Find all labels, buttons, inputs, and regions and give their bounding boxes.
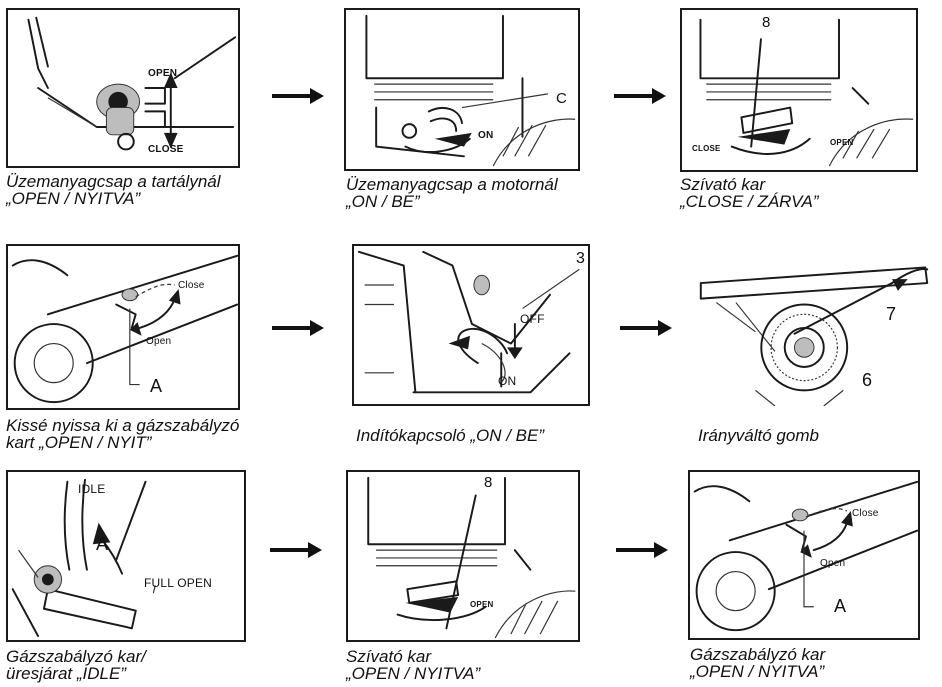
label-open: Open: [820, 558, 845, 569]
label-c: C: [556, 90, 567, 107]
label-on: ON: [498, 374, 516, 388]
label-a: A: [150, 376, 162, 397]
arrow-right-icon: [614, 540, 670, 560]
panel-throttle-open: Close Open A: [688, 470, 920, 640]
arrow-right-icon: [618, 318, 674, 338]
throttle-open-illustration: [690, 472, 918, 638]
label-off: OFF: [520, 312, 545, 326]
caption-panel-7: Gázszabályzó kar/üresjárat „IDLE”: [6, 648, 146, 682]
panel-ignition-switch: 3 OFF ON: [352, 244, 590, 406]
label-idle: IDLE: [78, 482, 105, 496]
label-open: Open: [146, 336, 171, 347]
panel-recoil-starter: 7 6: [694, 242, 934, 408]
recoil-starter-illustration: [696, 244, 932, 406]
label-close: Close: [178, 280, 205, 291]
label-open: OPEN: [470, 600, 493, 609]
choke-open-illustration: [348, 472, 578, 640]
arrow-right-icon: [612, 86, 668, 106]
label-8: 8: [484, 474, 493, 491]
arrow-right-icon: [268, 540, 324, 560]
panel-choke-close: 8 CLOSE OPEN: [680, 8, 918, 172]
caption-panel-8: Szívató kar„OPEN / NYITVA”: [346, 648, 480, 682]
label-close: CLOSE: [148, 144, 183, 155]
panel-throttle-slightly-open: Close Open A: [6, 244, 240, 410]
fuel-valve-illustration: [8, 10, 238, 166]
caption-panel-6: Irányváltó gomb: [698, 427, 819, 444]
throttle-idle-illustration: [8, 472, 244, 640]
caption-panel-2: Üzemanyagcsap a motornál„ON / BE”: [346, 176, 558, 210]
label-a: A: [834, 596, 846, 617]
label-close: Close: [852, 508, 879, 519]
caption-panel-5: Indítókapcsoló „ON / BE”: [356, 427, 544, 444]
ignition-switch-illustration: [354, 246, 588, 404]
label-3: 3: [576, 250, 585, 268]
label-8: 8: [762, 14, 771, 31]
caption-panel-1: Üzemanyagcsap a tartálynál„OPEN / NYITVA…: [6, 173, 221, 207]
label-open: OPEN: [148, 68, 177, 79]
label-close: CLOSE: [692, 144, 721, 153]
arrow-right-icon: [270, 86, 326, 106]
label-on: ON: [478, 130, 493, 141]
caption-panel-3: Szívató kar„CLOSE / ZÁRVA”: [680, 176, 819, 210]
panel-engine-fuel-valve: C ON: [344, 8, 580, 171]
label-full-open: FULL OPEN: [144, 576, 212, 590]
label-a: A: [96, 534, 108, 555]
throttle-lever-illustration: [8, 246, 238, 408]
engine-fuel-valve-illustration: [346, 10, 578, 169]
label-6: 6: [862, 370, 872, 391]
label-open: OPEN: [830, 138, 853, 147]
label-7: 7: [886, 304, 896, 325]
arrow-right-icon: [270, 318, 326, 338]
panel-choke-open: 8 OPEN: [346, 470, 580, 642]
panel-fuel-tank-valve: OPEN CLOSE: [6, 8, 240, 168]
caption-panel-9: Gázszabályzó kar„OPEN / NYITVA”: [690, 646, 825, 680]
panel-throttle-idle: IDLE A FULL OPEN: [6, 470, 246, 642]
